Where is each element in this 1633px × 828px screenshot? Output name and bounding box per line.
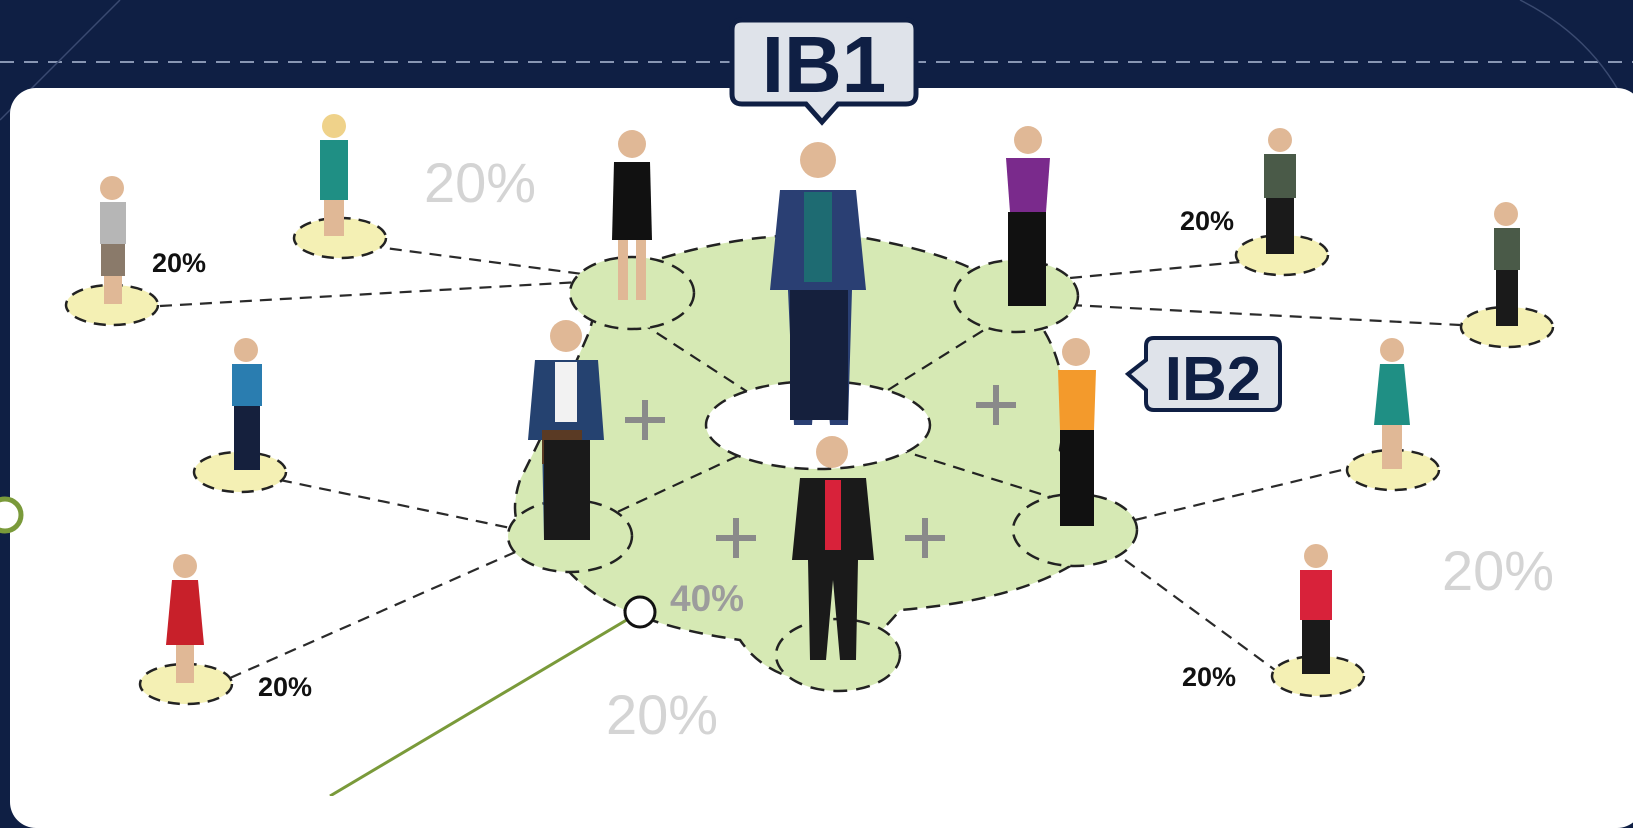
dashed-connectors xyxy=(159,244,1461,680)
percent-label-top-left-faded: 20% xyxy=(424,151,537,214)
network-diagram: IB1 IB2 xyxy=(0,17,1555,796)
center-ellipse xyxy=(704,379,932,471)
person-top-right xyxy=(1264,128,1296,254)
divider-bottom-left xyxy=(599,454,741,521)
inner-dividers xyxy=(599,319,1061,521)
person-ring-left xyxy=(528,320,604,540)
person-ring-top-right xyxy=(1006,126,1050,306)
ib1-speech-bubble xyxy=(729,17,919,126)
percent-label-bottom-right: 20% xyxy=(1182,662,1237,692)
connector-far-left-top xyxy=(159,280,581,308)
outer-pads xyxy=(64,216,1555,706)
person-center-ib1 xyxy=(770,142,866,425)
people xyxy=(100,114,1520,683)
person-bottom-center xyxy=(792,436,874,660)
plus-icon xyxy=(976,385,1016,425)
person-top-left xyxy=(320,114,348,236)
left-edge-circle xyxy=(0,496,24,534)
percent-label-right-faded: 20% xyxy=(1442,539,1555,602)
plus-icon xyxy=(905,518,945,558)
percent-label-far-left-top: 20% xyxy=(152,248,207,278)
percent-label-bottom-left: 20% xyxy=(258,672,313,702)
divider-bottom-right xyxy=(899,448,1061,502)
connector-mid-right xyxy=(1134,466,1351,522)
person-mid-right xyxy=(1374,338,1410,469)
person-bottom-left xyxy=(166,554,204,683)
divider-top-right xyxy=(879,319,1001,396)
connector-bottom-left xyxy=(229,548,521,680)
plus-signs xyxy=(625,385,1016,558)
person-far-left-top xyxy=(100,176,126,304)
ib1-callout: IB1 xyxy=(729,17,919,126)
ib2-speech-bubble xyxy=(1124,336,1282,412)
connector-bottom-right xyxy=(1124,559,1276,671)
connector-mid-left xyxy=(279,478,521,532)
ib1-label: IB1 xyxy=(762,20,887,109)
person-ring-right xyxy=(1058,338,1096,526)
person-ring-top-left xyxy=(612,130,652,300)
ring-pad-top-left xyxy=(568,255,696,331)
percent-label-top-right: 20% xyxy=(1180,206,1235,236)
plus-icon xyxy=(716,518,756,558)
ib2-label: IB2 xyxy=(1165,345,1261,414)
connector-top-left xyxy=(369,244,591,277)
connector-top-right xyxy=(1069,260,1241,280)
person-far-right xyxy=(1494,202,1520,326)
divider-top-left xyxy=(639,321,761,401)
connector-far-right xyxy=(1069,303,1461,327)
connector-node-circle xyxy=(623,595,657,629)
percent-label-center: 40% xyxy=(670,578,745,619)
plus-icon xyxy=(625,400,665,440)
person-bottom-right xyxy=(1300,544,1332,674)
ib2-callout: IB2 xyxy=(1124,336,1282,414)
green-connector-line xyxy=(329,610,641,796)
person-mid-left xyxy=(232,338,262,470)
percent-label-bottom-faded: 20% xyxy=(606,683,719,746)
green-connector xyxy=(0,496,657,796)
